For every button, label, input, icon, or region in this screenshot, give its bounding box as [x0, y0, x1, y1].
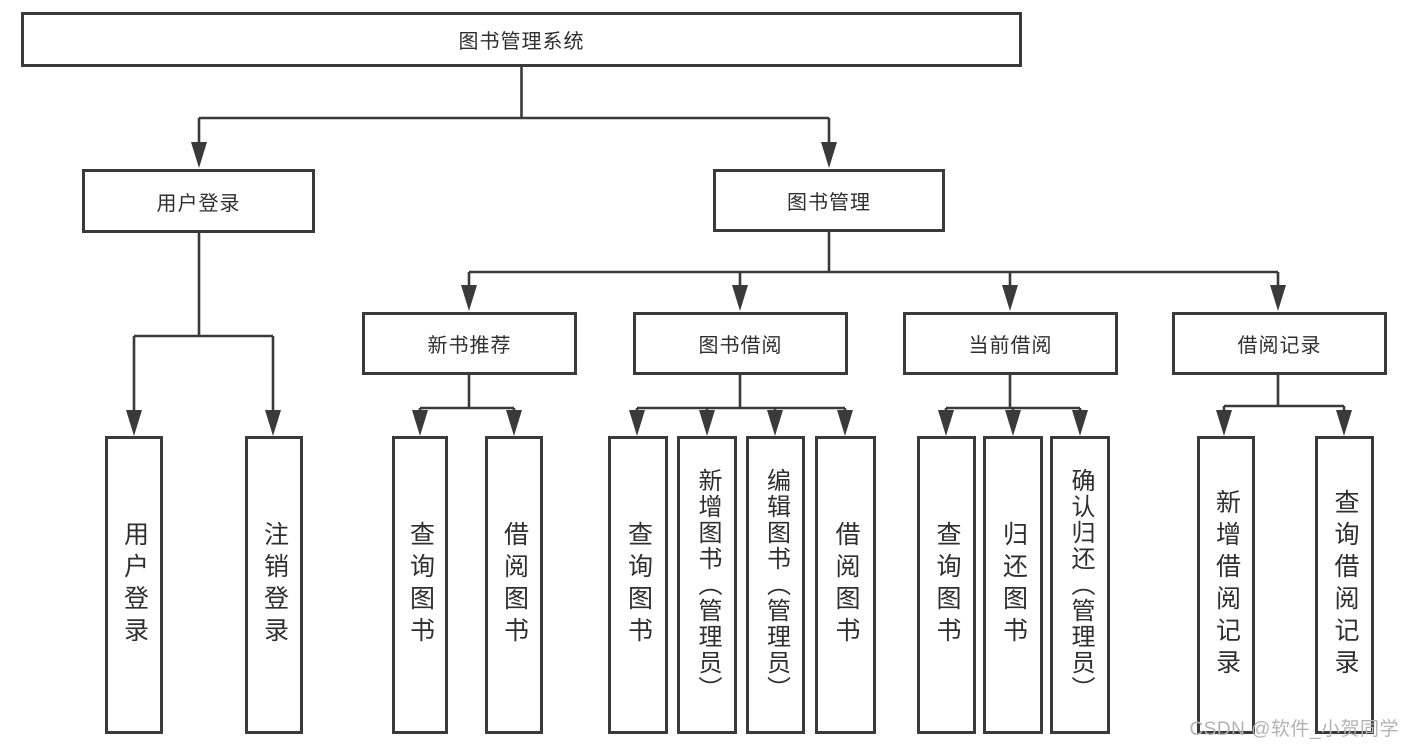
- leaf-query-books-borrowing: 查询图书: [608, 436, 668, 734]
- leaf-label: 借阅图书: [832, 521, 860, 649]
- leaf-label: 确认归还（管理员）: [1067, 468, 1094, 702]
- leaf-borrow-books: 借阅图书: [815, 436, 876, 734]
- node-book-management: 图书管理: [713, 169, 945, 232]
- node-label: 用户登录: [156, 192, 241, 215]
- leaf-add-borrow-record: 新增借阅记录: [1197, 436, 1255, 734]
- leaf-logout: 注销登录: [245, 436, 303, 734]
- leaf-query-books-recommend: 查询图书: [392, 436, 448, 734]
- leaf-label: 查询图书: [406, 521, 435, 649]
- watermark: CSDN @软件_小贺同学: [1189, 719, 1399, 740]
- leaf-label: 新增借阅记录: [1212, 489, 1241, 681]
- node-label: 图书借阅: [698, 335, 783, 357]
- leaf-label: 查询图书: [933, 521, 961, 649]
- leaf-label: 归还图书: [999, 521, 1028, 649]
- node-label: 当前借阅: [968, 335, 1053, 357]
- leaf-user-login: 用户登录: [105, 436, 163, 734]
- leaf-label: 注销登录: [260, 521, 289, 649]
- leaf-label: 查询图书: [624, 521, 653, 649]
- node-label: 图书管理: [787, 192, 871, 214]
- leaf-label: 查询借阅记录: [1331, 489, 1359, 681]
- leaf-query-books-current: 查询图书: [917, 436, 976, 734]
- leaf-query-borrow-record: 查询借阅记录: [1315, 436, 1374, 734]
- node-current-borrowing: 当前借阅: [903, 312, 1118, 375]
- leaf-borrow-books-recommend: 借阅图书: [485, 436, 543, 734]
- node-book-borrowing: 图书借阅: [633, 312, 848, 375]
- leaf-add-books-admin: 新增图书（管理员）: [677, 436, 737, 734]
- leaf-edit-books-admin: 编辑图书（管理员）: [746, 436, 805, 734]
- node-library-management-system: 图书管理系统: [21, 12, 1022, 67]
- leaf-return-books: 归还图书: [983, 436, 1043, 734]
- leaf-label: 用户登录: [120, 521, 149, 649]
- leaf-label: 编辑图书（管理员）: [762, 468, 790, 702]
- leaf-confirm-return-admin: 确认归还（管理员）: [1050, 436, 1110, 734]
- node-user-login: 用户登录: [82, 169, 315, 233]
- node-label: 图书管理系统: [458, 31, 585, 53]
- leaf-label: 新增图书（管理员）: [694, 468, 721, 702]
- node-new-book-recommend: 新书推荐: [362, 312, 577, 375]
- node-label: 新书推荐: [427, 335, 512, 357]
- node-borrowing-records: 借阅记录: [1172, 312, 1387, 375]
- leaf-label: 借阅图书: [500, 521, 529, 649]
- node-label: 借阅记录: [1237, 335, 1322, 357]
